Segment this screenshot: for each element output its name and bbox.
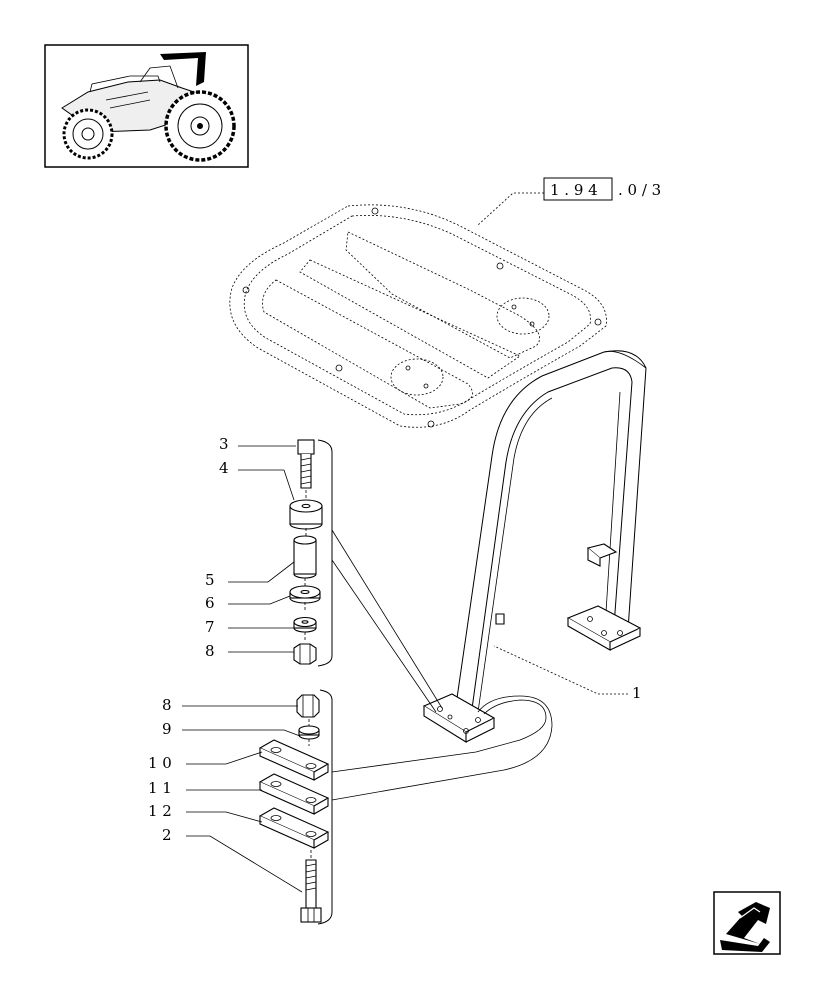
nut-part-8-upper	[293, 643, 317, 665]
callout-7: 7	[205, 618, 215, 636]
plate-part-10	[258, 739, 330, 781]
reference-label: 1 . 9 4 . 0 / 3	[477, 177, 661, 226]
callout-4: 4	[219, 459, 229, 477]
plate-part-11	[258, 773, 330, 815]
callout-11: 1 1	[148, 779, 172, 797]
previous-page-arrow-icon[interactable]	[713, 891, 781, 955]
callout-numbers: 3 4 5 6 7 8 8 9 1 0 1 1 1 2 2 1	[148, 435, 642, 844]
sleeve-part-5	[293, 535, 317, 579]
callout-5: 5	[205, 571, 215, 589]
lower-hardware-stack	[258, 689, 553, 925]
bolt-part-3	[297, 439, 315, 489]
washer-part-7	[293, 616, 317, 633]
callout-8-lower: 8	[162, 696, 172, 714]
spacer-part-4	[289, 499, 323, 530]
reference-boxed-number: 1 . 9 4	[550, 181, 598, 199]
callout-10: 1 0	[148, 754, 172, 772]
callout-6: 6	[205, 594, 215, 612]
callout-leaders	[182, 445, 628, 893]
reference-box	[543, 177, 613, 201]
reference-leader	[477, 192, 544, 226]
callout-3: 3	[219, 435, 229, 453]
tractor-thumbnail-icon[interactable]	[44, 44, 249, 168]
reference-suffix: . 0 / 3	[618, 181, 661, 199]
callout-12: 1 2	[148, 802, 172, 820]
nut-part-8-lower	[296, 694, 320, 718]
washer-part-6	[289, 585, 321, 604]
lower-group-bracket	[317, 689, 333, 925]
upper-hardware-stack	[289, 439, 443, 713]
roll-bar-frame	[422, 350, 647, 743]
plate-part-12	[258, 807, 330, 849]
roof-panel	[229, 204, 607, 428]
callout-9: 9	[162, 720, 172, 738]
callout-8-upper: 8	[205, 642, 215, 660]
callout-2: 2	[162, 826, 172, 844]
bolt-part-2	[300, 859, 322, 923]
upper-group-bracket	[317, 439, 333, 667]
washer-part-9	[298, 725, 320, 740]
callout-1: 1	[632, 684, 642, 702]
